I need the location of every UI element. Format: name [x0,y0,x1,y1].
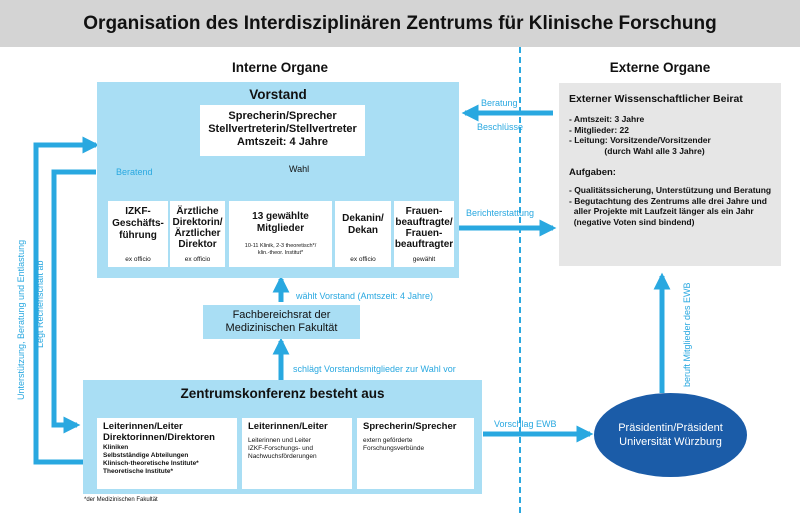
internal-heading: Interne Organe [231,60,329,75]
member-note: ex officio [125,256,151,263]
member-title: 13 gewählte Mitglieder [252,211,309,234]
fachbereichsrat-line1: Fachbereichsrat der [232,309,331,321]
fachbereichsrat-line2: Medizinischen Fakultät [225,322,338,334]
zk-col2-box: Leiterinnen/Leiter Leiterinnen und Leite… [242,418,352,489]
vorstand-chair-box: Sprecherin/Sprecher Stellvertreterin/Ste… [200,105,365,156]
member-sub: 10-11 Klinik, 2-3 theoretisch*/ klin.-th… [244,243,317,256]
member-box-geschaeftsfuehrung: IZKF- Geschäfts- führung ex officio [108,201,168,267]
footnote: *der Medizinischen Fakultät [84,497,158,503]
zk-col1-title: Leiterinnen/Leiter Direktorinnen/Direkto… [103,421,215,443]
zk-col2-title: Leiterinnen/Leiter [248,421,328,432]
zk-col1-box: Leiterinnen/Leiter Direktorinnen/Direkto… [97,418,237,489]
beirat-tasks-heading: Aufgaben: [569,167,616,178]
beruft-label: beruft Mitglieder des EWB [682,282,692,387]
vorschlag-label: Vorschlag [494,419,534,429]
member-title: IZKF- Geschäfts- führung [112,206,164,241]
zentrumskonferenz-heading: Zentrumskonferenz besteht aus [180,386,385,401]
praesident-line2: Universität Würzburg [619,436,722,448]
vorstand-heading: Vorstand [249,87,307,102]
member-box-frauenbeauftragte: Frauen- beauftragte/ Frauen- beauftragte… [394,201,454,267]
zk-col3-body: extern geförderte Forschungsverbünde [363,437,425,452]
praesident-ellipse: Präsidentin/Präsident Universität Würzbu… [594,393,747,477]
beratend-label: Beratend [116,167,153,177]
chair-line1: Sprecherin/Sprecher [228,110,337,122]
member-title: Frauen- beauftragte/ Frauen- beauftragte… [394,206,454,250]
schlaegt-label: schlägt Vorstandsmitglieder zur Wahl vor [293,364,456,374]
title-bar: Organisation des Interdisziplinären Zent… [0,0,800,47]
beirat-tasks: - Qualitätssicherung, Unterstützung und … [569,185,772,227]
chair-line2: Stellvertreterin/Stellvertreter [208,123,357,135]
page-title: Organisation des Interdisziplinären Zent… [83,12,717,34]
zk-col2-body: Leiterinnen und Leiter IZKF-Forschungs- … [248,437,317,460]
zk-col3-title: Sprecherin/Sprecher [363,421,457,432]
beirat-heading: Externer Wissenschaftlicher Beirat [569,93,743,105]
zk-col3-box: Sprecherin/Sprecher extern geförderte Fo… [357,418,474,489]
member-box-dekan: Dekanin/ Dekan ex officio [335,201,391,267]
chair-line3: Amtszeit: 4 Jahre [236,136,329,148]
fachbereichsrat-box: Fachbereichsrat der Medizinischen Fakult… [203,305,360,339]
wahl-label: Wahl [289,164,310,174]
member-note: ex officio [350,256,376,263]
divider-line [519,47,521,513]
beirat-facts: - Amtszeit: 3 Jahre - Mitglieder: 22 - L… [569,114,711,156]
beschluesse-label: Beschlüsse [477,122,524,132]
berichterstattung-label: Berichterstattung [466,208,535,218]
waehlt-vorstand-label: wählt Vorstand (Amtszeit: 4 Jahre) [296,291,434,301]
member-note: ex officio [184,256,211,263]
member-box-aerztlicher-direktor: Ärztliche Direktorin/ Ärztlicher Direkto… [170,201,225,267]
beirat-box: Externer Wissenschaftlicher Beirat - Amt… [559,83,781,266]
member-box-gewaehlte-mitglieder: 13 gewählte Mitglieder 10-11 Klinik, 2-3… [229,201,332,267]
unterstuetzung-label: Unterstützung, Beratung und Entlastung [16,239,26,400]
beratung-label: Beratung [481,98,518,108]
ewb-label: EWB [536,419,557,429]
praesident-line1: Präsidentin/Präsident [618,422,723,434]
rechenschaft-label: Legt Rechenschaft ab [35,260,45,348]
member-note: gewählt [412,256,436,263]
external-heading: Externe Organe [609,60,711,75]
member-title: Dekanin/ Dekan [342,213,384,236]
zk-col1-body: Kliniken Selbstständige Abteilungen Klin… [103,444,199,475]
member-title: Ärztliche Direktorin/ Ärztlicher Direkto… [172,206,223,250]
